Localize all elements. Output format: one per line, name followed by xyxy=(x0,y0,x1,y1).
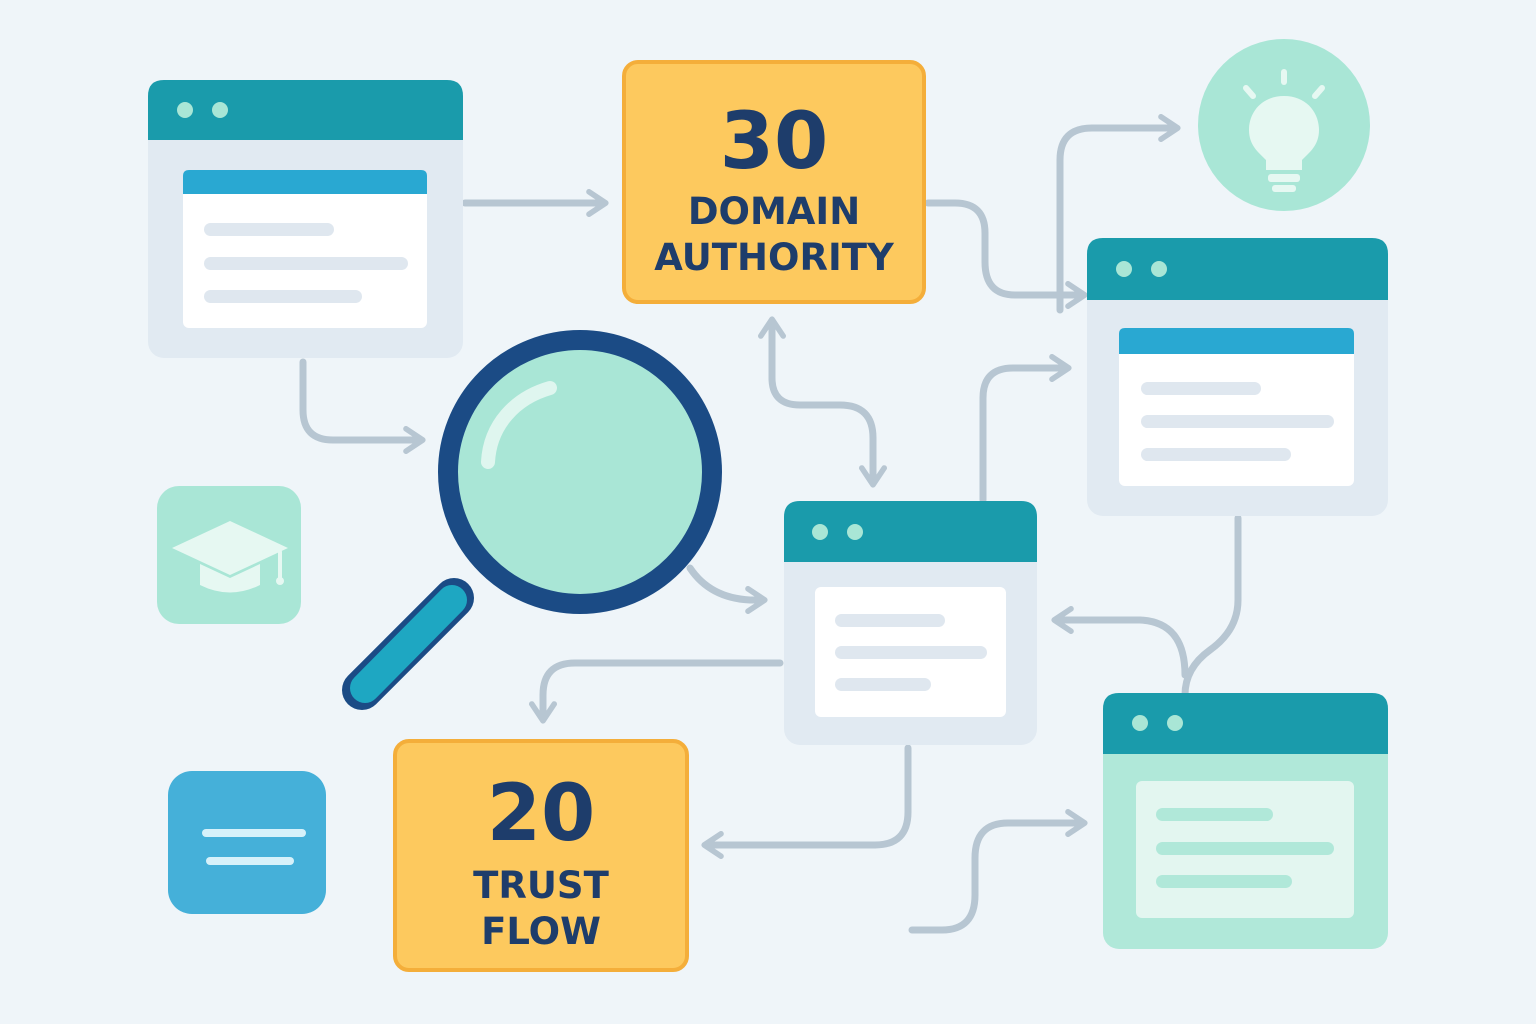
window-dot xyxy=(212,102,228,118)
connector-window1-to-magnifier xyxy=(299,358,426,454)
text-line xyxy=(204,257,408,270)
lightbulb-icon xyxy=(1198,39,1370,211)
connector-window2-to-lightbulb xyxy=(1056,114,1181,314)
domain-authority-value: 30 xyxy=(720,97,829,187)
text-lines-icon xyxy=(168,771,326,914)
text-line xyxy=(1156,842,1334,855)
graduation-cap-icon xyxy=(157,486,301,624)
magnifying-glass-icon xyxy=(342,330,722,710)
pane-bar xyxy=(183,170,427,194)
window-pane xyxy=(183,170,427,328)
window-header xyxy=(1103,693,1388,754)
window-pane xyxy=(1119,328,1354,486)
trust-flow-label-line1: TRUST xyxy=(473,864,609,907)
text-line xyxy=(1141,382,1261,395)
text-line xyxy=(204,223,334,236)
text-line xyxy=(835,614,945,627)
text-line xyxy=(1141,415,1334,428)
browser-window-3 xyxy=(784,501,1037,745)
connector-window3-to-trust-flow xyxy=(701,744,912,859)
domain-authority-label-line1: DOMAIN xyxy=(688,190,860,233)
connector-domain-authority-to-window2 xyxy=(924,199,1088,309)
window-header xyxy=(1087,238,1388,300)
pane-bar xyxy=(1119,328,1354,354)
connector-window3-to-window2 xyxy=(979,354,1072,504)
window-dot xyxy=(847,524,863,540)
connector-magnifier-to-window3 xyxy=(686,564,768,614)
text-line xyxy=(1156,808,1273,821)
domain-authority-label-line2: AUTHORITY xyxy=(654,236,895,279)
window-dot xyxy=(1151,261,1167,277)
text-line xyxy=(835,678,931,691)
window-dot xyxy=(1116,261,1132,277)
window-dot xyxy=(177,102,193,118)
window-header xyxy=(784,501,1037,562)
window-dot xyxy=(1132,715,1148,731)
text-line xyxy=(1141,448,1291,461)
connectors xyxy=(299,114,1242,934)
trust-flow-value: 20 xyxy=(487,769,596,859)
browser-window-4 xyxy=(1103,693,1388,949)
connector-domain-authority-to-window3 xyxy=(758,316,887,488)
text-line xyxy=(204,290,362,303)
browser-window-1 xyxy=(148,80,463,358)
connector-window3-to-trust-flow-top xyxy=(529,659,784,724)
window-dot xyxy=(1167,715,1183,731)
text-line xyxy=(835,646,987,659)
text-line xyxy=(1156,875,1292,888)
trust-flow-label-line2: FLOW xyxy=(481,910,601,953)
trust-flow-box: 20 TRUST FLOW xyxy=(393,739,689,972)
connector-branch-to-window3 xyxy=(1051,606,1189,679)
browser-window-2 xyxy=(1087,238,1388,516)
window-header xyxy=(148,80,463,140)
connector-windows-to-window3 xyxy=(1181,514,1242,699)
domain-authority-box: 30 DOMAIN AUTHORITY xyxy=(622,60,926,304)
window-dot xyxy=(812,524,828,540)
connector-incoming-to-window4 xyxy=(908,809,1088,934)
